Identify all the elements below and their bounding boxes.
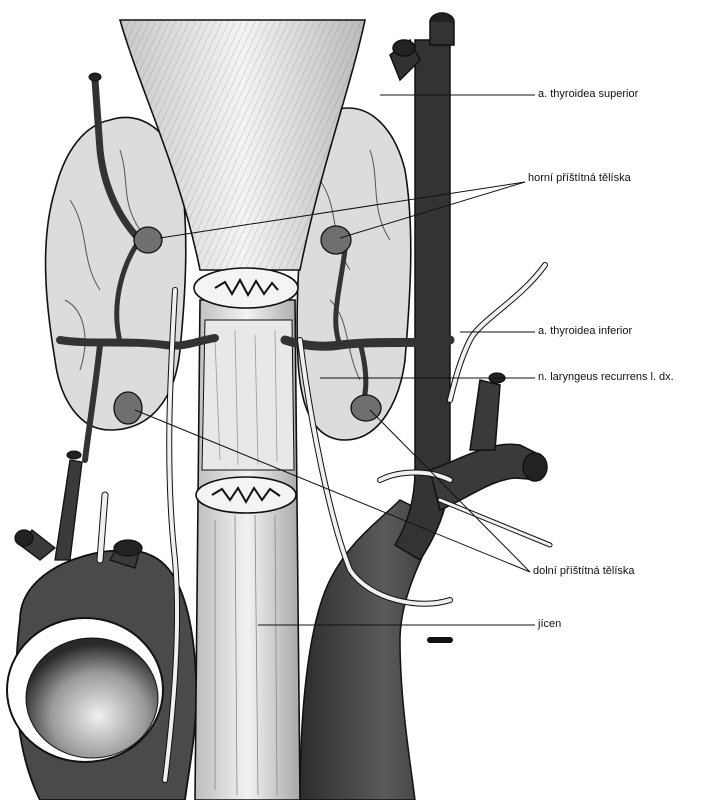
nerves: [96, 262, 553, 783]
aortic-arch: [6, 450, 198, 800]
esophagus: [193, 267, 301, 800]
superior-thyroid-cut: [88, 72, 102, 82]
common-carotid-right: [389, 12, 455, 562]
pharynx: [118, 19, 366, 271]
parathyroid-upper-right: [320, 225, 352, 255]
vena-cava: [299, 499, 442, 800]
label-horni-pristitna-teliska: horní příštítná tělíska: [528, 172, 631, 184]
label-dolni-pristitna-teliska: dolní příštítná tělíska: [533, 565, 635, 577]
label-thyroidea-superior: a. thyroidea superior: [538, 88, 639, 100]
parathyroid-lower-left: [113, 391, 143, 425]
label-jicen: jícen: [538, 618, 562, 630]
subclavian-right: [429, 372, 548, 512]
parathyroid-lower-right: [350, 394, 382, 422]
label-laryngeus-recurrens: n. laryngeus recurrens l. dx.: [538, 371, 674, 383]
leader-lines: [134, 94, 535, 626]
parathyroid-glands: [113, 225, 382, 425]
thyroid-left-lobe: [44, 116, 187, 431]
label-thyroidea-inferior: a. thyroidea inferior: [538, 325, 633, 337]
parathyroid-upper-left: [133, 226, 163, 254]
